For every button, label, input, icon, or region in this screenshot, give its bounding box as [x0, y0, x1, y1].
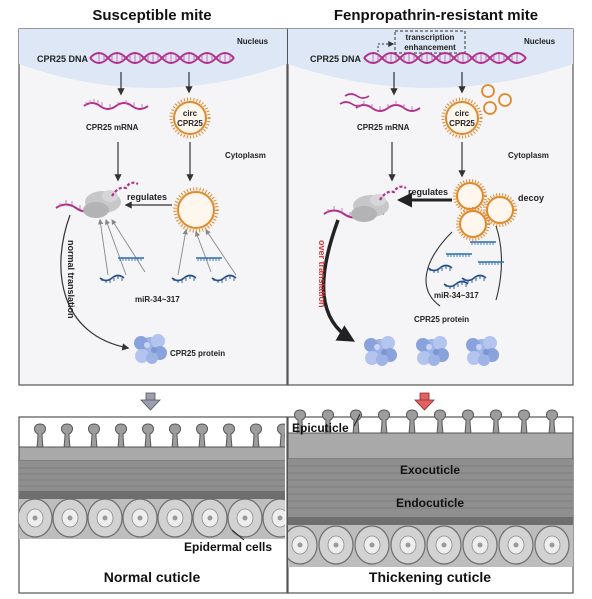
transcription-label-2: enhancement	[404, 43, 456, 52]
right-circ-label-1: circ	[455, 109, 470, 118]
left-translating-mrna-bases	[59, 200, 99, 210]
right-cytoplasm-label: Cytoplasm	[508, 151, 549, 160]
left-mirna-label: miR-34~317	[135, 295, 180, 304]
right-title: Fenpropathrin-resistant mite	[334, 7, 538, 24]
left-protein-label: CPR25 protein	[170, 349, 225, 358]
left-bottom-title: Normal cuticle	[104, 569, 201, 585]
right-nucleus-label: Nucleus	[524, 37, 556, 46]
left-cuticle	[19, 423, 285, 539]
right-nucleus	[288, 29, 573, 88]
left-epidermal-label: Epidermal cells	[184, 540, 272, 554]
left-down-arrow	[140, 392, 161, 411]
right-exocuticle-label: Exocuticle	[400, 463, 460, 477]
left-dna-helix	[89, 52, 235, 64]
left-nucleus-label: Nucleus	[237, 37, 269, 46]
right-dna-helix	[363, 52, 527, 64]
right-over-translation-label: over translation	[317, 240, 327, 308]
right-down-arrow	[414, 392, 435, 411]
right-epicuticle-label: Epicuticle	[292, 421, 349, 435]
right-over-translation-arrow	[321, 219, 356, 342]
right-ribosome	[351, 194, 389, 222]
left-mrna-bases	[85, 99, 143, 108]
right-mrna-bases	[357, 101, 413, 110]
left-mirna-arrows	[97, 218, 237, 276]
left-mrna-strand	[83, 102, 149, 110]
right-nascent-peptide	[379, 185, 407, 201]
right-decoy-label: decoy	[518, 193, 544, 203]
left-circ-label-1: circ	[183, 109, 198, 118]
left-normal-translation-label: normal translation	[66, 240, 76, 319]
right-extra-circ	[481, 84, 512, 115]
left-dna-label: CPR25 DNA	[37, 54, 89, 64]
left-mrna-label: CPR25 mRNA	[86, 123, 139, 132]
right-circ-label-2: CPR25	[449, 119, 475, 128]
left-circ-label-2: CPR25	[177, 119, 203, 128]
left-regulates-label: regulates	[127, 192, 167, 202]
right-dna-label: CPR25 DNA	[310, 54, 362, 64]
left-ribosome	[83, 190, 121, 218]
right-mrna-label: CPR25 mRNA	[357, 123, 410, 132]
right-mirna-label: miR-34~317	[434, 291, 479, 300]
right-mirna-boundary	[425, 225, 502, 307]
right-protein-label: CPR25 protein	[414, 315, 469, 324]
left-nascent-peptide	[111, 181, 139, 197]
transcription-label-1: transcription	[406, 33, 455, 42]
right-epicuticle-pointer	[353, 413, 361, 427]
right-circ-decoy-cluster	[453, 179, 517, 241]
left-epidermal-pointer	[231, 529, 245, 541]
left-normal-translation-arrow	[60, 214, 130, 351]
right-cuticle	[288, 409, 573, 567]
right-circ-rna	[441, 97, 483, 139]
right-protein-1	[364, 336, 397, 366]
right-endocuticle-label: Endocuticle	[396, 496, 464, 510]
left-protein	[134, 334, 167, 364]
left-cell-panel	[18, 28, 288, 386]
right-protein-3	[466, 336, 499, 366]
left-cytoplasm-label: Cytoplasm	[225, 151, 266, 160]
left-circ-rna	[169, 97, 211, 139]
right-bottom-title: Thickening cuticle	[369, 569, 491, 585]
right-translating-mrna-bases	[327, 206, 367, 216]
transcription-enhancement-arrow	[377, 41, 395, 56]
right-protein-2	[416, 336, 449, 366]
right-regulates-label: regulates	[408, 187, 448, 197]
left-title: Susceptible mite	[92, 7, 211, 24]
